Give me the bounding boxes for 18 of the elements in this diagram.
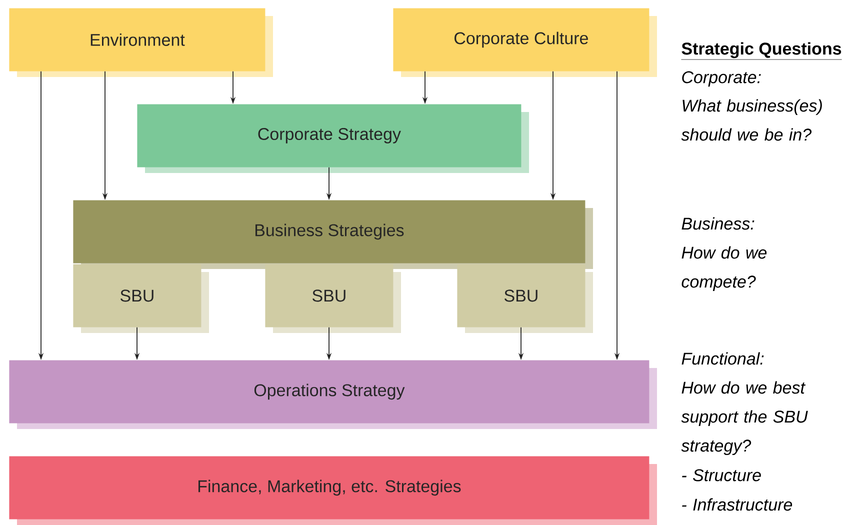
question-text: Corporate:	[682, 71, 761, 87]
strategy-box: Environment	[9, 8, 273, 77]
question-text: Business:	[682, 217, 754, 230]
strategy-box: SBU	[73, 264, 209, 333]
strategy-box: Corporate Culture	[393, 8, 657, 77]
question-text: Functional:	[682, 352, 764, 365]
heading: Strategic Questions	[681, 42, 842, 60]
strategy-box: Finance, Marketing, etc. Strategies	[9, 456, 657, 525]
question-text: What business(es) should we be in?	[681, 99, 822, 141]
strategy-box: Corporate Strategy	[137, 104, 529, 173]
question-text: How do we best support the SBU strategy?	[681, 381, 808, 456]
question-text: - Infrastructure	[682, 498, 792, 511]
strategy-box: Business Strategies	[73, 200, 593, 269]
question-text: - Structure	[682, 469, 761, 482]
strategy-box: SBU	[457, 264, 593, 333]
strategy-box: Operations Strategy	[9, 360, 657, 429]
question-text: How do we compete?	[682, 246, 767, 292]
strategy-box: SBU	[265, 264, 401, 333]
